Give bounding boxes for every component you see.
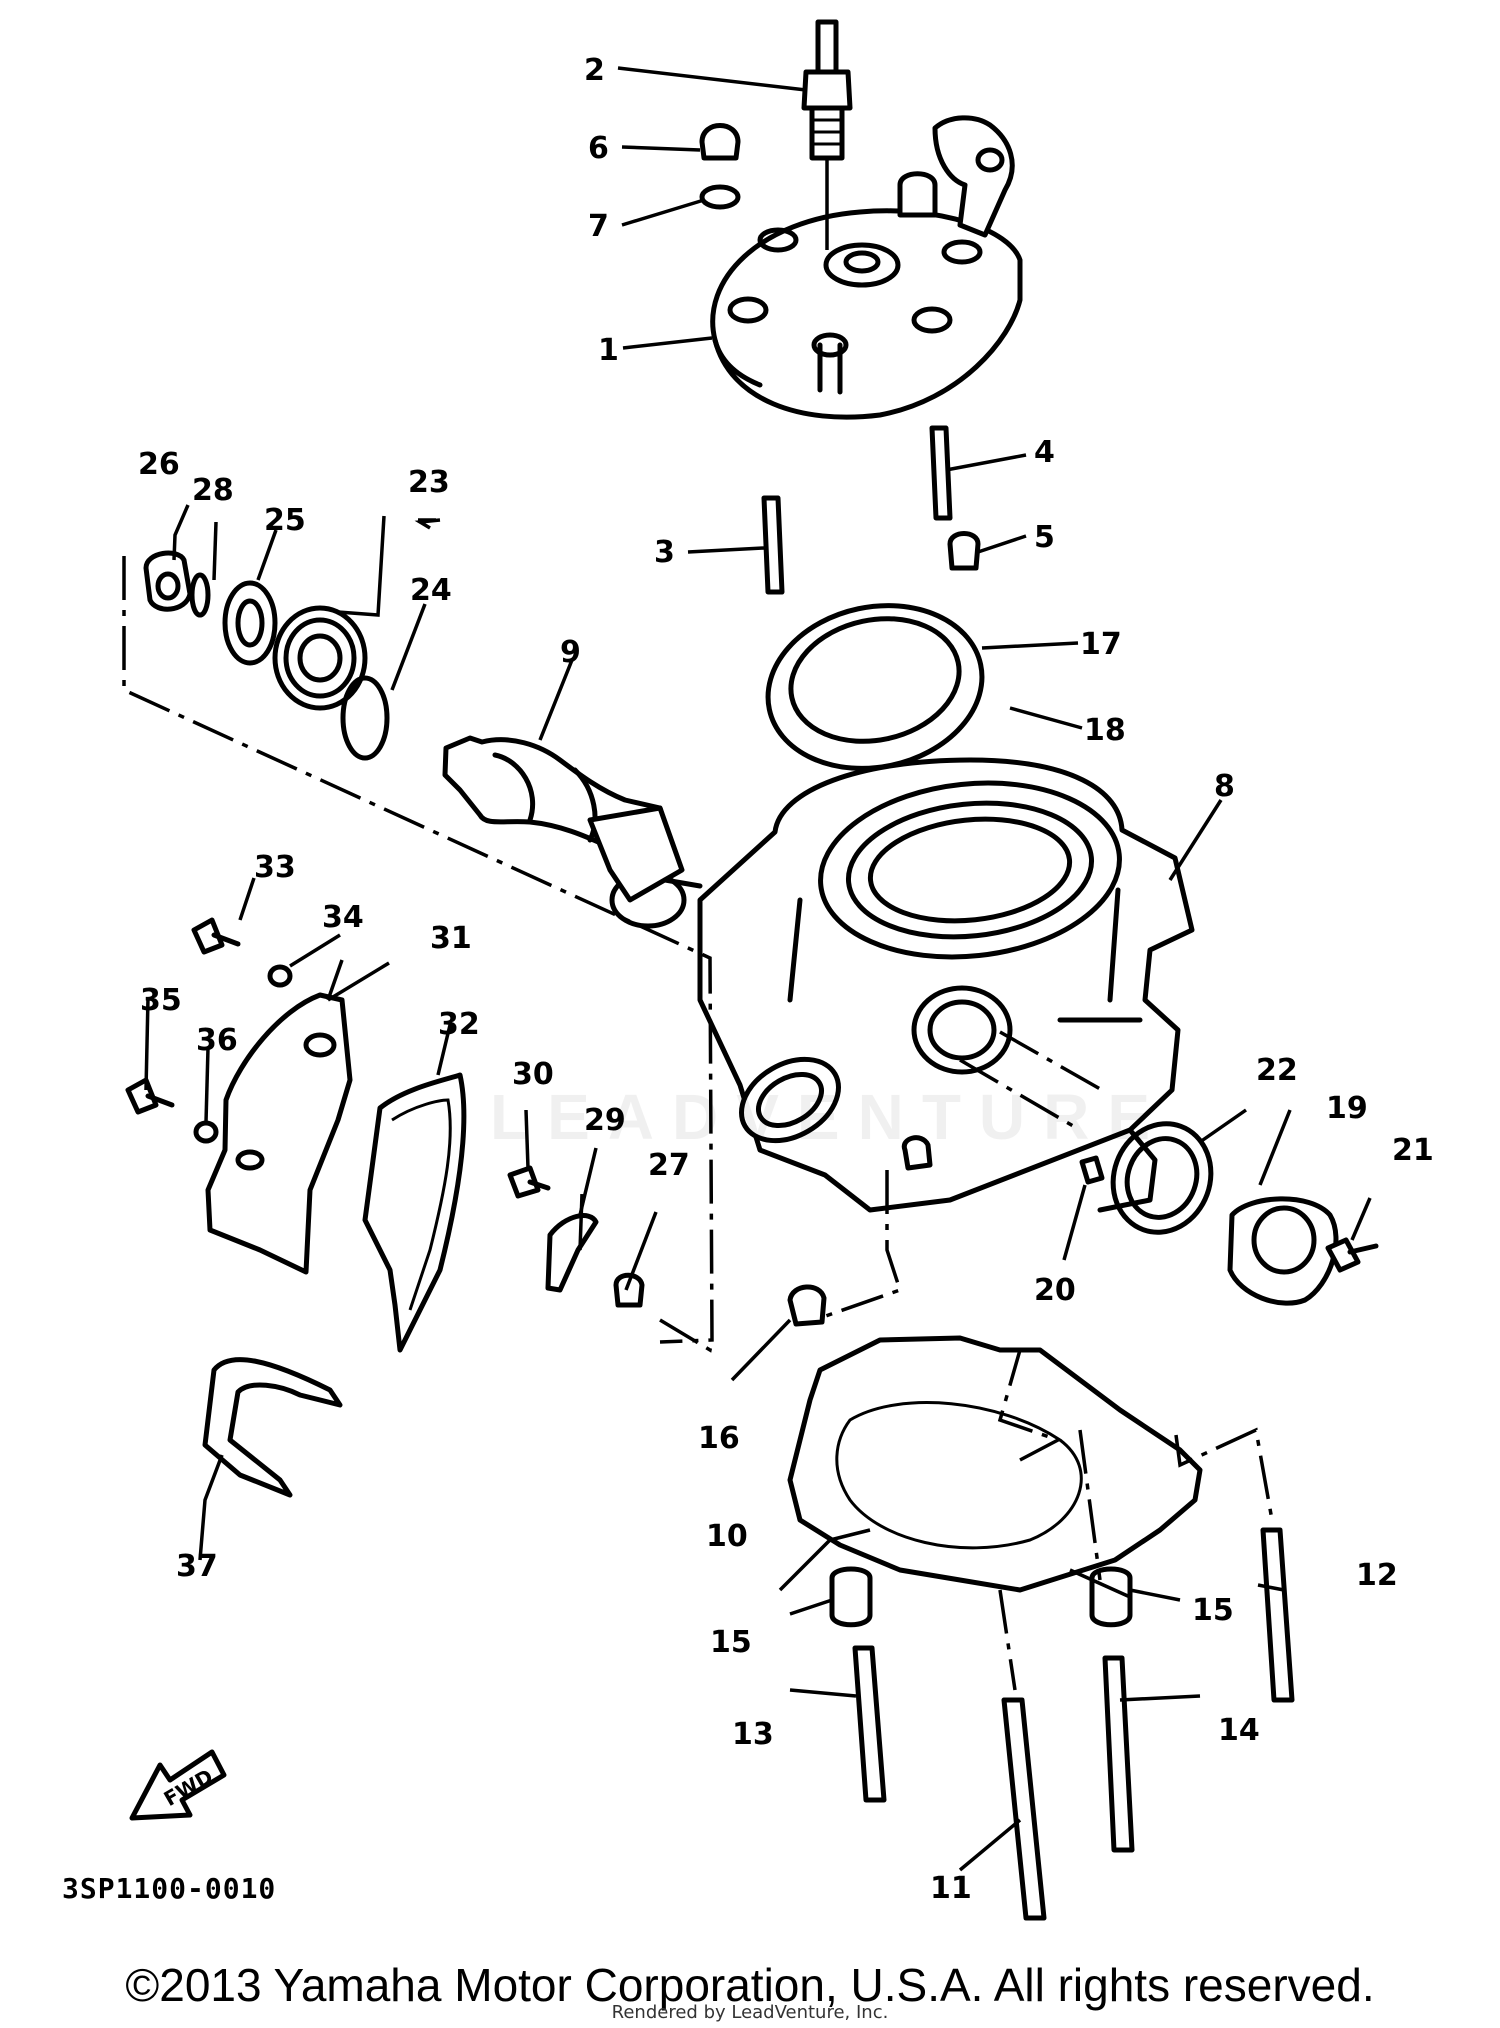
callout-10: 10 bbox=[706, 1519, 748, 1554]
callout-numbers: 2 6 7 1 4 5 3 17 18 8 9 26 28 25 23 24 3… bbox=[138, 53, 1434, 1906]
callout-1: 1 bbox=[598, 333, 619, 368]
cylinder bbox=[697, 757, 1195, 1213]
callout-11: 11 bbox=[930, 1871, 972, 1906]
callout-13: 13 bbox=[732, 1717, 774, 1752]
diagram-code: 3SP1100-0010 bbox=[62, 1872, 277, 1905]
spark-plug bbox=[801, 19, 853, 250]
callout-18: 18 bbox=[1084, 713, 1126, 748]
callout-7: 7 bbox=[588, 209, 609, 244]
cylinder-base-gasket bbox=[787, 1335, 1203, 1593]
watermark: LEADVENTURE bbox=[490, 1081, 1169, 1153]
callout-22: 22 bbox=[1256, 1053, 1298, 1088]
callout-25: 25 bbox=[264, 503, 306, 538]
callout-23: 23 bbox=[408, 465, 450, 500]
water-pump-cover bbox=[205, 992, 467, 1353]
callout-2: 2 bbox=[584, 53, 605, 88]
assembly-lines bbox=[122, 556, 1274, 1691]
callout-12: 12 bbox=[1356, 1558, 1398, 1593]
callout-15-right: 15 bbox=[1192, 1593, 1234, 1628]
callout-29: 29 bbox=[584, 1103, 626, 1138]
callout-37: 37 bbox=[176, 1549, 218, 1584]
callout-21: 21 bbox=[1392, 1133, 1434, 1168]
rendered-by-credit: Rendered by LeadVenture, Inc. bbox=[611, 2002, 889, 2023]
callout-27: 27 bbox=[648, 1148, 690, 1183]
callout-3: 3 bbox=[654, 535, 675, 570]
pulley-assembly bbox=[143, 550, 390, 761]
small-fasteners bbox=[125, 917, 645, 1308]
cylinder-head bbox=[710, 115, 1023, 420]
cylinder-head-gasket-inner bbox=[788, 616, 962, 744]
callout-15-left: 15 bbox=[710, 1625, 752, 1660]
power-valve bbox=[442, 735, 703, 929]
cap-nut bbox=[699, 123, 741, 161]
callout-35: 35 bbox=[140, 983, 182, 1018]
callout-32: 32 bbox=[438, 1007, 480, 1042]
callout-31: 31 bbox=[430, 921, 472, 956]
callout-14: 14 bbox=[1218, 1713, 1260, 1748]
callout-20: 20 bbox=[1034, 1273, 1076, 1308]
callout-9: 9 bbox=[560, 635, 581, 670]
callout-34: 34 bbox=[322, 900, 364, 935]
callout-16: 16 bbox=[698, 1421, 740, 1456]
washer bbox=[699, 184, 741, 210]
leader-lines bbox=[144, 66, 1372, 1872]
callout-19: 19 bbox=[1326, 1091, 1368, 1126]
callout-24: 24 bbox=[410, 573, 452, 608]
callout-8: 8 bbox=[1214, 769, 1235, 804]
callout-26: 26 bbox=[138, 447, 180, 482]
forward-arrow-icon: FWD bbox=[129, 1749, 227, 1821]
callout-5: 5 bbox=[1034, 520, 1055, 555]
callout-17: 17 bbox=[1080, 627, 1122, 662]
callout-4: 4 bbox=[1034, 435, 1055, 470]
rubber-seal bbox=[202, 1357, 343, 1498]
water-outlet-assembly bbox=[1079, 1121, 1379, 1306]
callout-33: 33 bbox=[254, 850, 296, 885]
base-studs bbox=[829, 1527, 1295, 1921]
callout-6: 6 bbox=[588, 131, 609, 166]
studs-upper bbox=[761, 425, 981, 595]
copyright-notice: ©2013 Yamaha Motor Corporation, U.S.A. A… bbox=[125, 1959, 1375, 2011]
callout-28: 28 bbox=[192, 473, 234, 508]
hex-nut bbox=[787, 1284, 827, 1327]
callout-36: 36 bbox=[196, 1023, 238, 1058]
callout-30: 30 bbox=[512, 1057, 554, 1092]
